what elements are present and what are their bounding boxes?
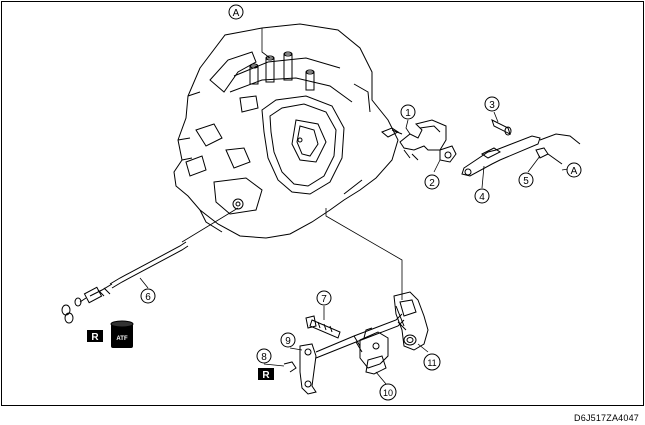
selector-plate	[299, 343, 317, 395]
callout-label: 4	[479, 192, 485, 203]
drawing-code: D6J517ZA4047	[574, 413, 639, 423]
bolt-part	[305, 315, 341, 339]
callout-label: 2	[429, 178, 435, 189]
callout-label: 6	[145, 292, 151, 303]
replace-badge-label: R	[262, 370, 270, 381]
callout-10: 10	[379, 383, 397, 401]
lever-part	[461, 135, 541, 177]
bracket-part	[381, 119, 447, 161]
transaxle-case	[173, 23, 399, 239]
callout-4: 4	[474, 188, 490, 204]
nut-part	[535, 133, 581, 165]
callout-label: A	[233, 8, 240, 19]
callout-label: A	[571, 166, 578, 177]
callout-A-top: A	[228, 4, 244, 20]
pin-part	[491, 119, 512, 136]
manual-shaft	[393, 291, 429, 351]
leader-lines	[181, 28, 403, 300]
callout-label: 10	[383, 388, 393, 398]
callout-9: 9	[280, 332, 296, 348]
retaining-clip	[283, 361, 297, 373]
replace-badge-left: R	[87, 330, 103, 343]
callout-label: 11	[427, 358, 436, 368]
callout-3: 3	[484, 96, 500, 112]
shift-cable	[74, 241, 189, 307]
callout-11: 11	[423, 353, 441, 371]
switch-part	[359, 327, 389, 375]
callout-label: 1	[405, 108, 411, 119]
callout-8: 8	[256, 348, 272, 364]
callout-A-right: A	[566, 162, 582, 178]
replace-badge-label: R	[91, 332, 99, 343]
callout-label: 5	[523, 176, 529, 187]
clip-part	[439, 145, 457, 163]
callout-label: 3	[489, 100, 495, 111]
callout-label: 8	[261, 352, 267, 363]
callout-1: 1	[400, 104, 416, 120]
atf-label: ATF	[116, 336, 128, 342]
callout-7: 7	[316, 290, 332, 306]
callout-label: 9	[285, 336, 291, 347]
callout-2: 2	[424, 174, 440, 190]
atf-can-icon: ATF	[110, 320, 134, 348]
diagram-border	[1, 1, 644, 406]
callout-leaders	[139, 111, 575, 385]
callout-5: 5	[518, 172, 534, 188]
replace-badge-right: R	[258, 368, 274, 381]
o-rings	[61, 304, 74, 324]
callout-label: 7	[321, 294, 327, 305]
callout-6: 6	[140, 288, 156, 304]
linkage-rod	[315, 313, 405, 359]
